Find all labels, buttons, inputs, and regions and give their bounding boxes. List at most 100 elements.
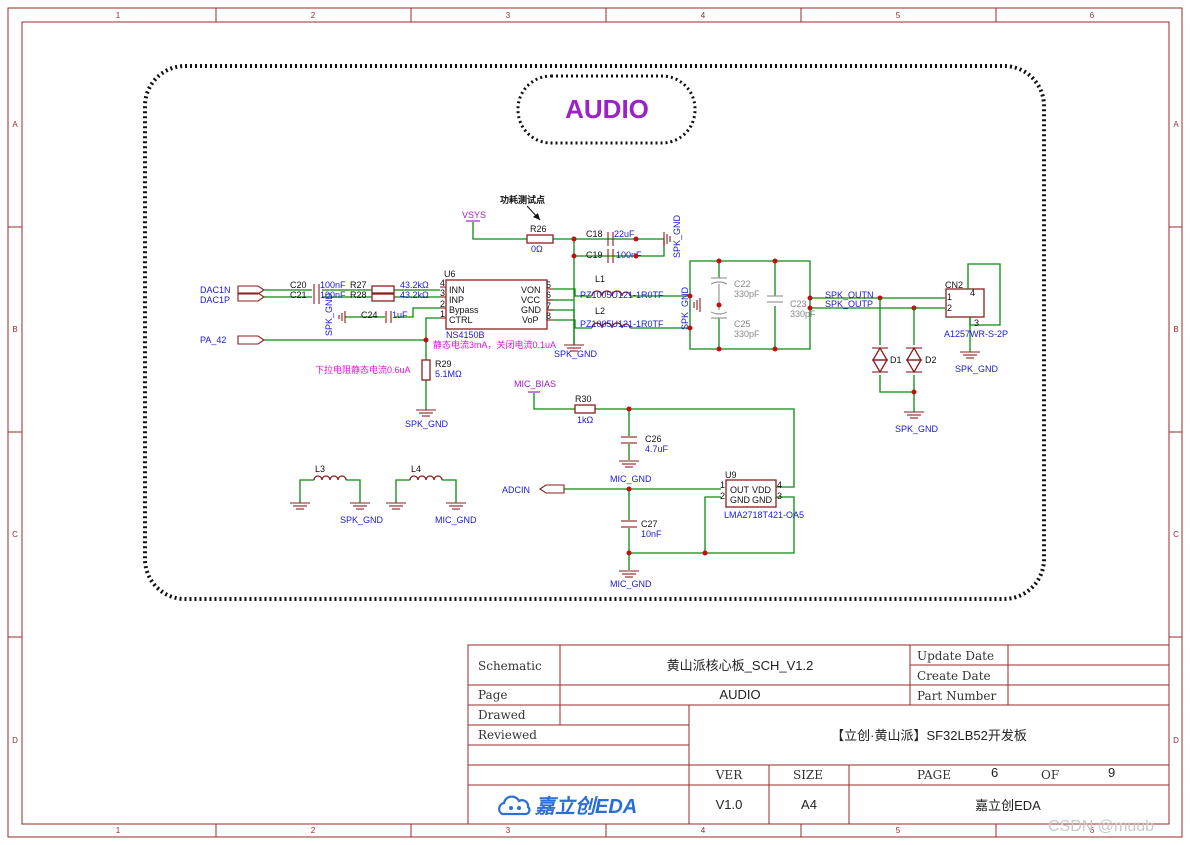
r27-body[interactable] <box>371 285 395 294</box>
mic-wires <box>533 393 795 570</box>
c24-value: 1uF <box>392 310 408 320</box>
row-label-left: B <box>12 325 17 334</box>
u9-pinnum: 3 <box>777 491 782 501</box>
tb-schematic-value: 黄山派核心板_SCH_V1.2 <box>667 658 814 673</box>
c19-ref: C19 <box>586 250 603 260</box>
l4-coil[interactable] <box>409 475 443 481</box>
net-vsys: VSYS <box>462 210 486 220</box>
r28-value: 43.2kΩ <box>400 290 429 300</box>
c20-ref: C20 <box>290 280 307 290</box>
audio-module-outline <box>143 64 1046 601</box>
net-adcin: ADCIN <box>502 485 530 495</box>
c22-value: 330pF <box>734 289 760 299</box>
cn2-ref: CN2 <box>945 280 963 290</box>
cn2-pin: 4 <box>970 288 975 298</box>
tb-ver-label: VER <box>715 768 743 782</box>
tb-reviewed-label: Reviewed <box>478 728 537 742</box>
net-spk-gnd: SPK_GND <box>340 515 384 525</box>
net-spk-outp: SPK_OUTP <box>825 299 873 309</box>
tb-size-value: A4 <box>801 797 817 812</box>
net-mic-gnd: MIC_GND <box>610 474 652 484</box>
net-spk-gnd: SPK_GND <box>672 214 682 258</box>
row-label-left: D <box>12 736 18 745</box>
net-dac1p: DAC1P <box>200 295 230 305</box>
row-label-left: C <box>12 530 18 539</box>
u6-pinnum: 2 <box>440 299 445 309</box>
u6-pinnum: 3 <box>440 288 445 298</box>
u9-mic[interactable] <box>725 479 777 508</box>
c23-ref: C23 <box>790 299 807 309</box>
ground-symbol <box>663 232 671 246</box>
row-label-left: A <box>12 120 18 129</box>
c25-symbol[interactable] <box>710 311 728 319</box>
ground-symbol <box>564 344 584 352</box>
col-label-bottom: 6 <box>1090 826 1095 835</box>
cn2-pin: 2 <box>947 303 952 313</box>
l1-coil[interactable] <box>591 290 631 297</box>
ground-symbol <box>619 570 639 578</box>
tb-page-value: AUDIO <box>719 687 760 702</box>
c27-ref: C27 <box>641 519 658 529</box>
u6-pin-gnd: GND <box>521 305 542 315</box>
u9-ref: U9 <box>725 470 737 480</box>
tb-board-title: 【立创·黄山派】SF32LB52开发板 <box>831 728 1027 743</box>
c25-value: 330pF <box>734 329 760 339</box>
r26-body[interactable] <box>526 234 554 244</box>
l3-group <box>290 475 370 510</box>
l2-coil[interactable] <box>591 322 631 329</box>
tb-create-date-label: Create Date <box>917 669 991 683</box>
u6-ns4150b[interactable] <box>445 279 548 330</box>
c23-symbol[interactable] <box>767 295 783 303</box>
col-label-top: 3 <box>506 11 511 20</box>
u6-pins <box>440 286 553 321</box>
net-spk-gnd: SPK_GND <box>405 419 449 429</box>
u6-pin-bypass: Bypass <box>449 305 479 315</box>
r30-body[interactable] <box>574 404 596 414</box>
cn2-connector[interactable] <box>945 288 985 318</box>
col-label-top: 4 <box>701 11 706 20</box>
u6-pin-inp: INP <box>449 295 464 305</box>
title-outline <box>516 74 697 145</box>
col-label-top: 5 <box>896 11 901 20</box>
r29-ref: R29 <box>435 359 452 369</box>
c18-ref: C18 <box>586 229 603 239</box>
col-label-bottom: 2 <box>311 826 316 835</box>
u6-pinnum: 5 <box>546 280 551 290</box>
l3-coil[interactable] <box>313 475 347 481</box>
c22-ref: C22 <box>734 279 751 289</box>
r27-value: 43.2kΩ <box>400 280 429 290</box>
l4-group <box>386 475 466 510</box>
pa42-port <box>237 335 265 345</box>
u6-ref: U6 <box>444 269 456 279</box>
ground-symbol <box>693 298 701 312</box>
tb-company: 嘉立创EDA <box>975 798 1041 813</box>
u6-value: NS4150B <box>446 330 485 340</box>
u6-pin-vcc: VCC <box>521 295 541 305</box>
net-mic-bias: MIC_BIAS <box>514 379 556 389</box>
ground-symbol <box>619 460 639 468</box>
inner-frame <box>21 21 1170 825</box>
r28-body[interactable] <box>371 293 395 302</box>
net-pa42: PA_42 <box>200 335 226 345</box>
block-title: AUDIO <box>565 94 649 124</box>
static-current-note: 静态电流3mA，关闭电流0.1uA <box>433 339 556 350</box>
col-label-bottom: 1 <box>116 826 121 835</box>
u6-pin-von: VON <box>521 285 541 295</box>
col-label-top: 6 <box>1090 11 1095 20</box>
tb-update-date-label: Update Date <box>917 649 994 663</box>
junction-dots <box>571 236 639 259</box>
l1-ref: L1 <box>595 274 605 284</box>
r30-ref: R30 <box>575 394 592 404</box>
c24-ref: C24 <box>361 310 378 320</box>
d1-tvs[interactable] <box>871 298 914 393</box>
outer-frame <box>7 7 1183 838</box>
d2-tvs[interactable] <box>905 308 923 412</box>
r29-body[interactable] <box>421 359 431 381</box>
u6-pinnum: 8 <box>546 311 551 321</box>
tb-ver-value: V1.0 <box>716 797 743 812</box>
u6-pin-ctrl: CTRL <box>449 315 473 325</box>
c20-value: 100nF <box>320 280 346 290</box>
u9-pin-gnd2: GND <box>752 495 773 505</box>
u6-pin-vop: VoP <box>522 315 539 325</box>
